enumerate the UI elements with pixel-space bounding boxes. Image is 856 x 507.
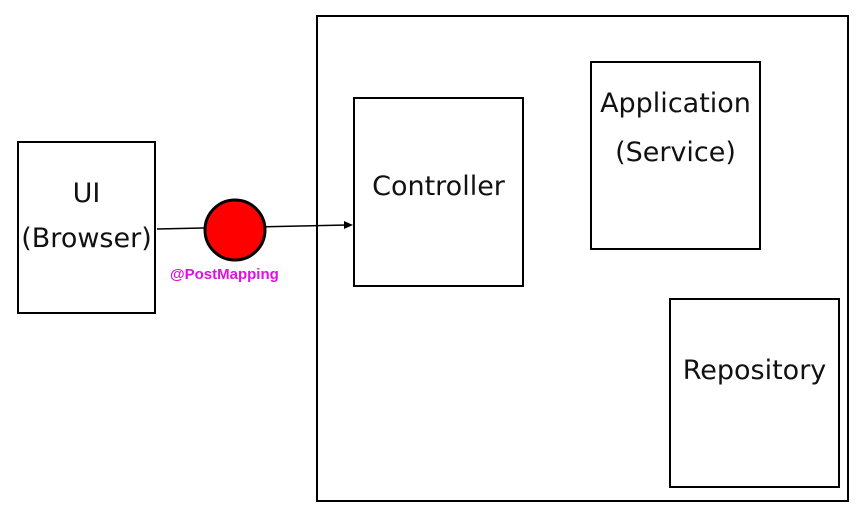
repository-box: Repository (669, 298, 840, 488)
ui-label: UI (72, 178, 101, 209)
service-label: (Service) (615, 137, 736, 168)
post-request-marker (203, 198, 267, 262)
request-arrowhead (344, 221, 353, 229)
ui-browser-box: UI (Browser) (17, 141, 156, 314)
controller-box: Controller (353, 97, 524, 287)
application-label: Application (600, 88, 751, 119)
post-mapping-annotation: @PostMapping (170, 266, 279, 283)
repository-label: Repository (682, 355, 827, 386)
application-service-box: Application (Service) (590, 61, 761, 250)
browser-label: (Browser) (21, 223, 152, 254)
controller-label: Controller (372, 171, 505, 202)
